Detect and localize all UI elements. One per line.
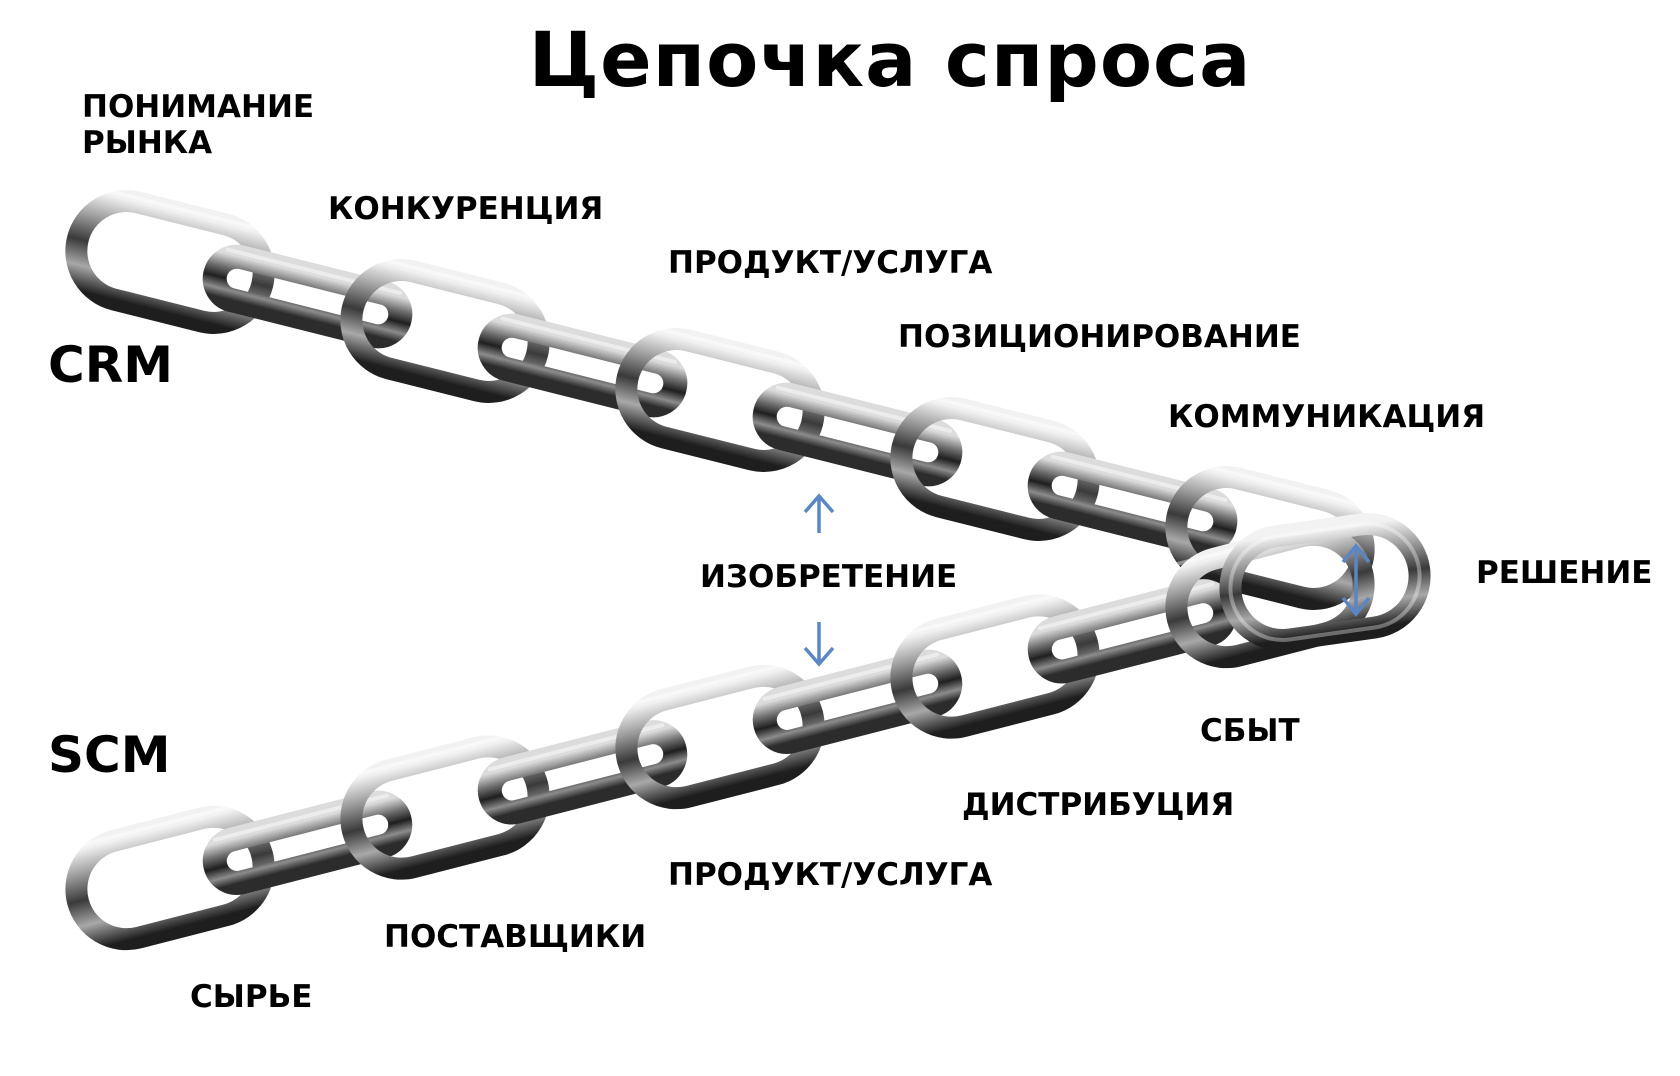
label-communication: КОММУНИКАЦИЯ [1168,399,1486,435]
turn-link [1219,513,1431,651]
label-decision: РЕШЕНИЕ [1476,555,1653,591]
page-title: Цепочка спроса [528,15,1252,104]
arrow-up-icon [803,493,835,533]
upper-chain-link [890,392,1100,541]
lower-chain-link [615,660,825,810]
label-positioning: ПОЗИЦИОНИРОВАНИЕ [898,319,1301,355]
label-market-understanding: ПОНИМАНИЕ РЫНКА [82,89,315,161]
label-competition: КОНКУРЕНЦИЯ [328,191,604,227]
label-invention: ИЗОБРЕТЕНИЕ [700,559,958,595]
label-product-upper: ПРОДУКТ/УСЛУГА [668,245,993,281]
label-suppliers: ПОСТАВЩИКИ [384,919,647,955]
scm-label: SCM [48,726,171,784]
upper-chain-link [65,185,275,334]
arrow-down-icon [803,622,835,667]
lower-chain-link [340,731,550,880]
lower-chain-link [890,590,1100,739]
label-sales: СБЫТ [1200,713,1300,749]
label-raw-materials: СЫРЬЕ [190,979,313,1015]
crm-label: CRM [48,336,173,394]
label-product-lower: ПРОДУКТ/УСЛУГА [668,857,993,893]
label-distribution: ДИСТРИБУЦИЯ [962,787,1235,823]
double-arrow-icon [1341,543,1371,617]
lower-chain-link [65,801,275,951]
